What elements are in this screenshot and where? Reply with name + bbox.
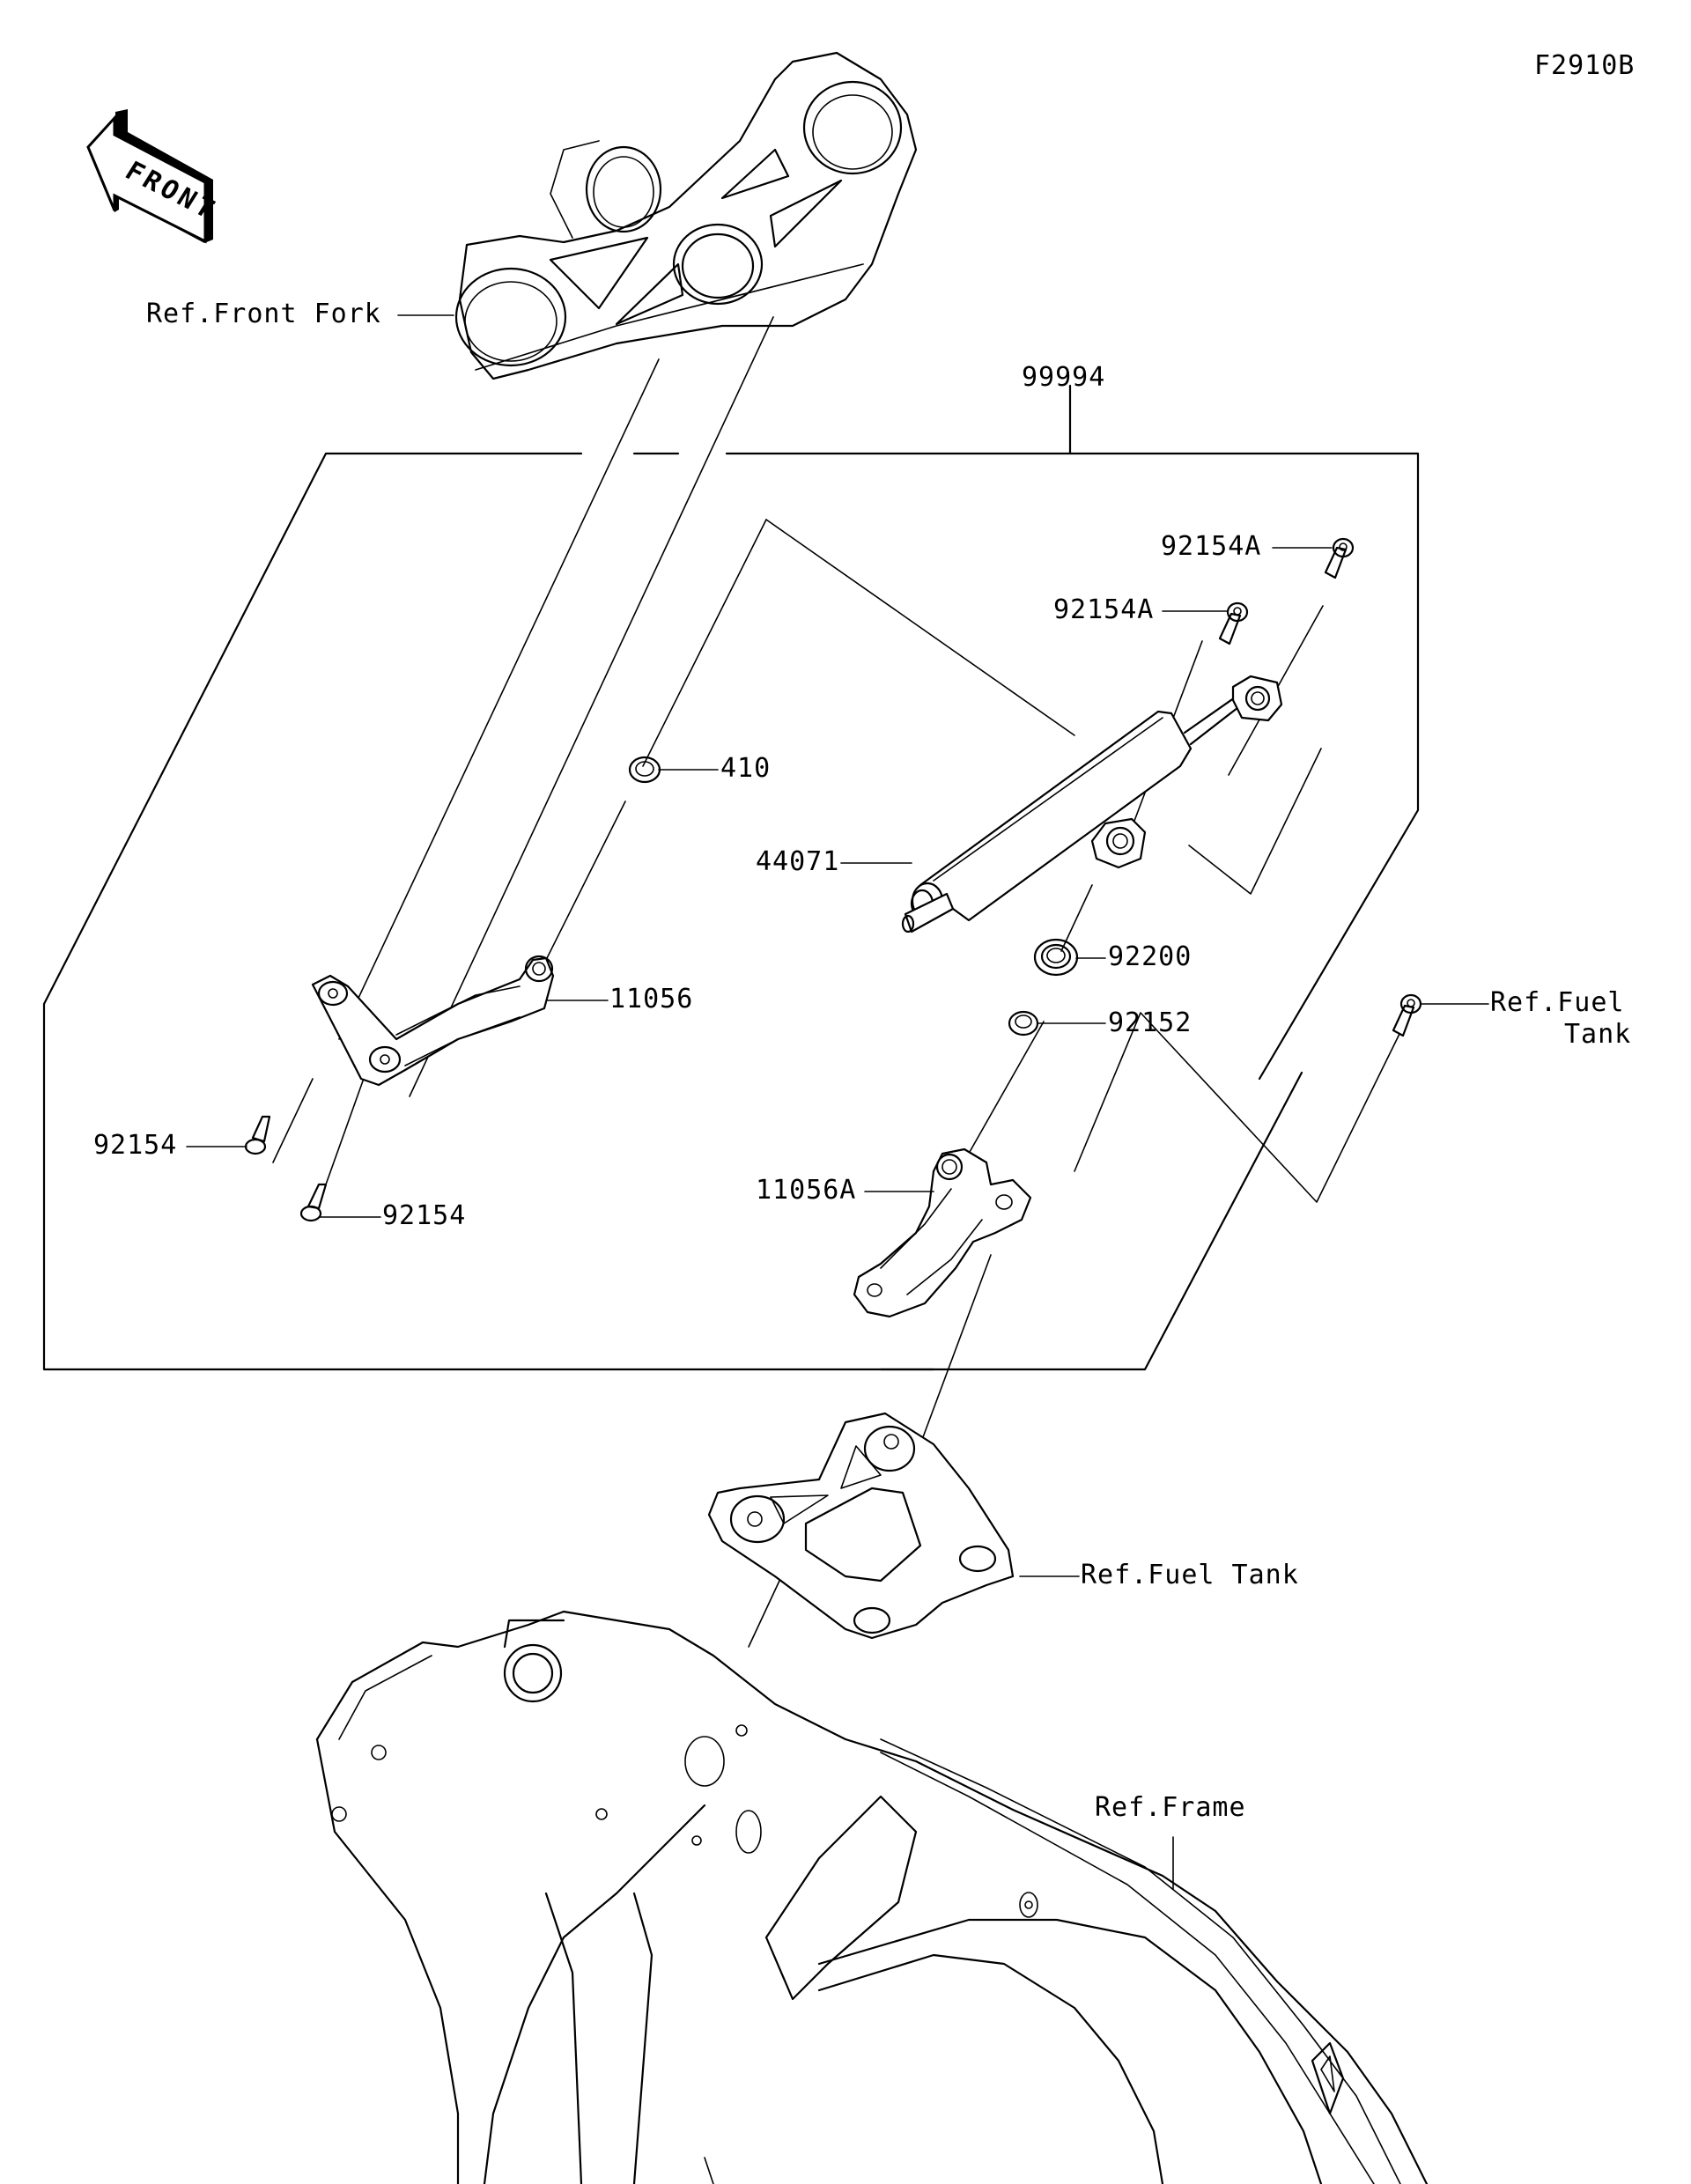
part-92154-bolt-a	[244, 1115, 271, 1155]
label-part-44071[interactable]: 44071	[756, 846, 840, 877]
part-92200-washer	[1033, 938, 1079, 977]
part-410-washer	[628, 756, 661, 784]
label-part-92200[interactable]: 92200	[1108, 941, 1193, 972]
part-92154A-bolt-upper	[1324, 537, 1355, 579]
upper-triple-clamp	[454, 51, 918, 380]
label-leaders	[186, 314, 1489, 1890]
fuel-tank-bolt	[1392, 993, 1422, 1037]
assembly-lines	[272, 316, 1401, 1648]
label-ref-front-fork: Ref.Front Fork	[146, 299, 381, 329]
part-92154A-bolt-lower	[1218, 601, 1249, 646]
label-part-92154A-upper[interactable]: 92154A	[1161, 531, 1262, 562]
kit-outline	[42, 384, 1420, 1371]
part-11056A-bracket	[853, 1147, 1032, 1318]
part-44071-steering-damper	[901, 675, 1283, 933]
label-part-92154-b[interactable]: 92154	[382, 1200, 467, 1231]
part-92154-bolt-b	[299, 1183, 328, 1222]
label-part-11056A[interactable]: 11056A	[756, 1175, 857, 1206]
fuel-tank-bracket	[707, 1412, 1015, 1640]
label-kit-99994: 99994	[1022, 362, 1106, 393]
label-part-11056[interactable]: 11056	[609, 984, 694, 1015]
label-part-92154-a[interactable]: 92154	[93, 1130, 178, 1161]
label-part-92152[interactable]: 92152	[1108, 1007, 1193, 1038]
label-part-92154A-lower[interactable]: 92154A	[1053, 594, 1155, 625]
frame	[315, 1610, 1429, 2184]
label-ref-frame: Ref.Frame	[1095, 1792, 1246, 1823]
part-11056-bracket	[311, 955, 555, 1087]
diagram-id: F2910B	[1534, 50, 1636, 81]
label-ref-fuel-tank-lower: Ref.Fuel Tank	[1081, 1560, 1299, 1590]
part-92152-collar	[1008, 1010, 1039, 1037]
front-arrow-icon: FRONT	[86, 109, 223, 244]
label-ref-fuel-tank-upper-1: Ref.Fuel	[1490, 987, 1625, 1018]
label-ref-fuel-tank-upper-2: Tank	[1564, 1019, 1632, 1050]
label-part-410[interactable]: 410	[720, 753, 772, 784]
